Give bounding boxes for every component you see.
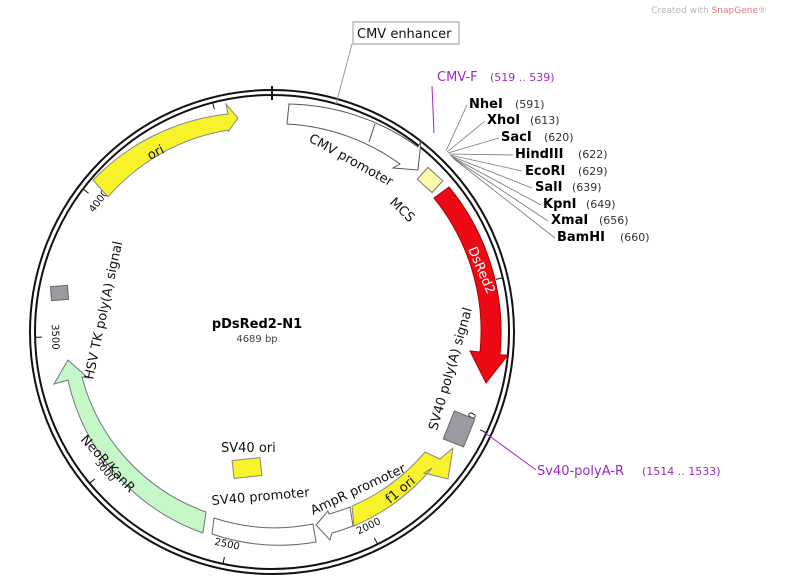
- tick-mark-1000: [495, 277, 503, 280]
- mcs-box[interactable]: [416, 166, 444, 194]
- tick-label-2500: 2500: [213, 537, 240, 553]
- cmv-f-primer-name[interactable]: CMV-F: [437, 70, 478, 85]
- cmv-promoter-arrow[interactable]: [286, 103, 422, 171]
- sv40-polya-r-primer-range: (1514 .. 1533): [642, 465, 721, 478]
- sv40-polya-box[interactable]: [442, 410, 476, 448]
- hsv-tk-polya-label: HSV TK poly(A) signal: [82, 240, 126, 381]
- ori-arrow[interactable]: [92, 102, 239, 198]
- enzyme-kpni-pos: (649): [586, 198, 616, 211]
- enzyme-sali-pos: (639): [572, 181, 602, 194]
- enzyme-nhei-pos: (591): [515, 98, 545, 111]
- restriction-sites: NheI (591) XhoI (613) SacI (620) HindIII…: [445, 97, 650, 245]
- enzyme-saci-name[interactable]: SacI: [501, 130, 532, 145]
- branding-name: SnapGene: [711, 6, 758, 16]
- enzyme-leader-lines: [445, 104, 556, 239]
- sv40-promoter-label: SV40 promoter: [211, 485, 311, 509]
- enzyme-ecori-pos: (629): [578, 165, 608, 178]
- enzyme-xmai-name[interactable]: XmaI: [551, 213, 588, 228]
- sv40-ori-label: SV40 ori: [221, 441, 276, 456]
- cmv-enhancer-callout-box: [352, 21, 460, 45]
- tick-label-3500: 3500: [49, 324, 61, 350]
- enzyme-ecori-name[interactable]: EcoRI: [525, 164, 565, 179]
- enzyme-nhei-name[interactable]: NheI: [469, 97, 503, 112]
- plasmid-size: 4689 bp: [236, 334, 277, 345]
- enzyme-bamhi-pos: (660): [620, 231, 650, 244]
- neor-kanr-arrow[interactable]: [52, 359, 207, 534]
- enzyme-saci-pos: (620): [544, 131, 574, 144]
- tick-mark-2500: [222, 556, 225, 564]
- branding-mark: ®: [758, 6, 767, 16]
- tick-mark-4000: [82, 188, 89, 194]
- enzyme-kpni-name[interactable]: KpnI: [543, 197, 576, 212]
- sv40-polya-r-primer-name[interactable]: Sv40-polyA-R: [537, 464, 624, 479]
- enzyme-xmai-pos: (656): [599, 214, 629, 227]
- sv40-polya-r-leader-line: [483, 431, 537, 471]
- hsv-tk-polya-box[interactable]: [49, 284, 70, 302]
- cmv-enhancer-callout-line: [335, 43, 353, 105]
- primers: CMV-F (519 .. 539) Sv40-polyA-R (1514 ..…: [431, 70, 721, 479]
- plasmid-backbone: [29, 86, 515, 575]
- branding-prefix: Created with: [651, 6, 712, 16]
- f1-ori-arrow[interactable]: [351, 446, 454, 527]
- cmv-f-leader-line: [431, 85, 435, 134]
- enzyme-bamhi-name[interactable]: BamHI: [557, 230, 605, 245]
- cmv-f-primer-range: (519 .. 539): [490, 71, 555, 84]
- plasmid-name: pDsRed2-N1: [212, 317, 302, 332]
- enzyme-xhoi-name[interactable]: XhoI: [487, 113, 520, 128]
- tick-mark-2000: [373, 537, 379, 545]
- cmv-enhancer-boundary: [368, 123, 376, 143]
- tick-mark-3000: [89, 478, 96, 484]
- features: [49, 102, 510, 546]
- ampr-promoter-arrow[interactable]: [315, 506, 354, 541]
- ori-label: ori: [145, 143, 167, 164]
- enzyme-hindiii-name[interactable]: HindIII: [515, 147, 563, 162]
- sv40-ori-box[interactable]: [231, 457, 263, 479]
- tick-mark-4500: [212, 102, 215, 110]
- tick-mark-1500: [479, 429, 487, 434]
- snapgene-branding: Created with SnapGene®: [651, 6, 767, 16]
- enzyme-hindiii-pos: (622): [578, 148, 608, 161]
- sv40-promoter-arrow[interactable]: [211, 517, 317, 546]
- cmv-enhancer-label: CMV enhancer: [357, 27, 452, 42]
- enzyme-sali-name[interactable]: SalI: [535, 180, 562, 195]
- dsred2-arrow[interactable]: [433, 186, 510, 384]
- mcs-label: MCS: [386, 195, 417, 226]
- enzyme-xhoi-pos: (613): [530, 114, 560, 127]
